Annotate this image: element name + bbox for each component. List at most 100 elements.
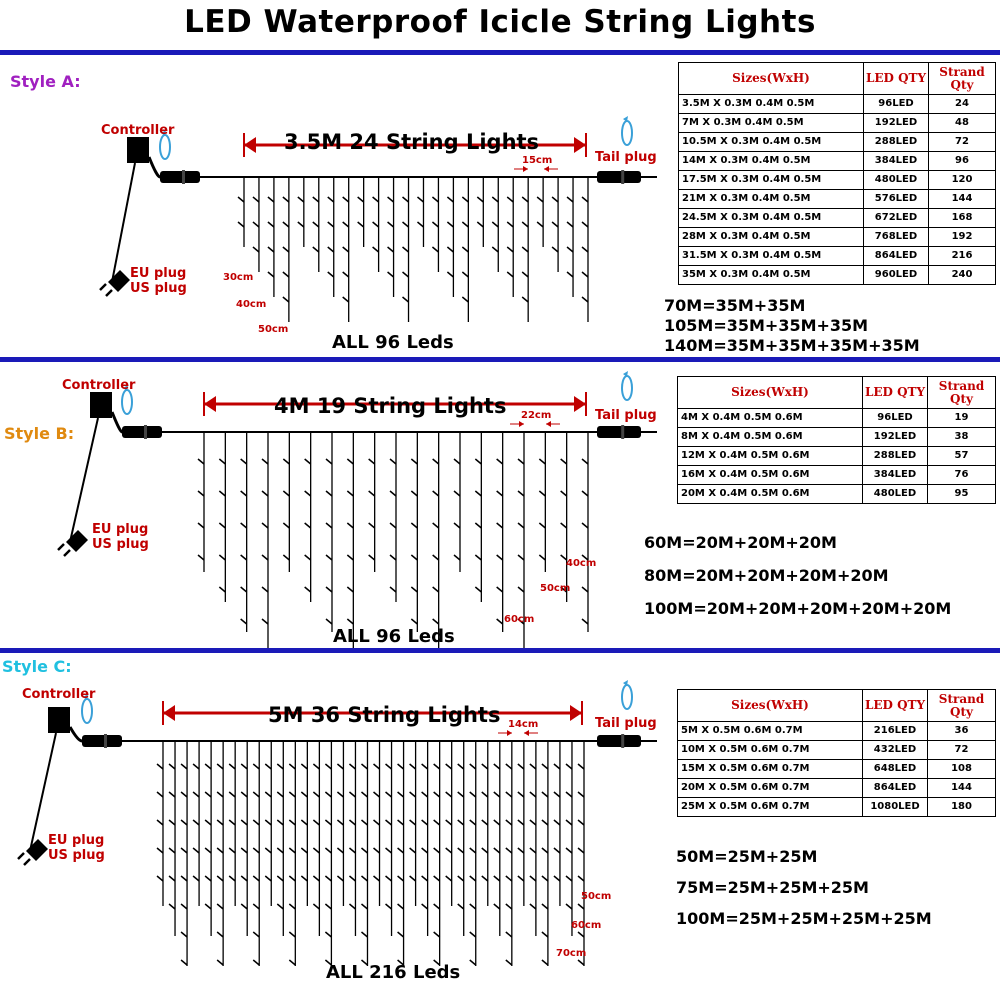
controller-label: Controller — [101, 123, 175, 138]
led-bulb — [312, 903, 320, 910]
led-bulb — [521, 246, 529, 253]
cell-strand-qty: 36 — [927, 721, 996, 741]
led-bulb — [297, 196, 305, 203]
length-label-mid: 50cm — [540, 583, 571, 594]
cell-strand-qty: 48 — [928, 113, 996, 133]
led-bulb — [565, 763, 573, 770]
led-bulb — [416, 196, 424, 203]
cell-size: 5M X 0.5M 0.6M 0.7M — [677, 721, 863, 741]
led-bulb — [348, 819, 356, 826]
rotate-arrow-icon — [159, 134, 171, 160]
led-bulb — [276, 875, 284, 882]
cell-size: 20M X 0.5M 0.6M 0.7M — [677, 778, 863, 798]
led-bulb — [192, 763, 200, 770]
cell-led-qty: 384LED — [862, 465, 928, 485]
led-bulb — [581, 246, 589, 253]
led-bulb — [581, 522, 589, 529]
cell-strand-qty: 144 — [928, 189, 996, 209]
led-bulb — [505, 763, 513, 770]
led-bulb — [553, 791, 561, 798]
length-label-short: 40cm — [566, 558, 597, 569]
cell-led-qty: 432LED — [862, 740, 928, 760]
us-plug-label: US plug — [48, 848, 105, 863]
cell-strand-qty: 240 — [928, 265, 996, 285]
led-bulb — [288, 931, 296, 938]
led-bulb — [541, 847, 549, 854]
led-bulb — [517, 763, 525, 770]
divider-ab — [0, 357, 1000, 362]
led-bulb — [325, 458, 333, 465]
span-arrow-head-right — [570, 705, 582, 721]
led-bulb — [282, 196, 290, 203]
cell-size: 21M X 0.3M 0.4M 0.5M — [678, 189, 864, 209]
led-bulb — [327, 271, 335, 278]
cell-led-qty: 192LED — [863, 113, 929, 133]
cell-led-qty: 864LED — [862, 778, 928, 798]
led-bulb — [312, 763, 320, 770]
cell-size: 15M X 0.5M 0.6M 0.7M — [677, 759, 863, 779]
led-bulb — [433, 903, 441, 910]
rotate-arrow-head — [623, 680, 628, 686]
led-bulb — [168, 875, 176, 882]
led-bulb — [461, 271, 469, 278]
spacing-arrow-head-left — [523, 166, 528, 172]
cell-led-qty: 864LED — [863, 246, 929, 266]
cell-size: 3.5M X 0.3M 0.4M 0.5M — [678, 94, 864, 114]
led-bulb — [496, 490, 504, 497]
length-label-long: 60cm — [504, 614, 535, 625]
led-bulb — [541, 875, 549, 882]
led-bulb — [505, 959, 513, 966]
led-bulb — [240, 763, 248, 770]
led-bulb — [517, 554, 525, 561]
led-bulb — [168, 819, 176, 826]
led-bulb — [565, 791, 573, 798]
led-bulb — [304, 458, 312, 465]
led-bulb — [312, 847, 320, 854]
cell-size: 25M X 0.5M 0.6M 0.7M — [677, 797, 863, 817]
led-bulb — [240, 875, 248, 882]
led-bulb — [197, 458, 205, 465]
led-bulb — [237, 221, 245, 228]
col-sizes: Sizes(WxH) — [678, 62, 864, 95]
cell-led-qty: 216LED — [862, 721, 928, 741]
led-bulb — [566, 196, 574, 203]
led-bulb — [581, 196, 589, 203]
cell-size: 16M X 0.4M 0.5M 0.6M — [677, 465, 863, 485]
col-sizes: Sizes(WxH) — [677, 689, 863, 722]
led-bulb — [469, 959, 477, 966]
controller-cable — [147, 156, 161, 179]
spacing-label: 15cm — [522, 155, 553, 166]
led-bulb — [517, 819, 525, 826]
led-bulb — [409, 791, 417, 798]
led-bulb — [469, 791, 477, 798]
led-bulb — [445, 847, 453, 854]
led-bulb — [389, 586, 397, 593]
span-arrow-head-right — [574, 396, 586, 412]
led-bulb — [192, 847, 200, 854]
led-bulb — [197, 522, 205, 529]
col-led-qty: LED QTY — [863, 62, 929, 95]
led-bulb — [228, 875, 236, 882]
col-sizes: Sizes(WxH) — [677, 376, 863, 409]
led-bulb — [397, 875, 405, 882]
span-arrow-head-left — [204, 396, 216, 412]
led-bulb — [397, 847, 405, 854]
led-bulb — [156, 791, 164, 798]
led-bulb — [469, 819, 477, 826]
controller-box — [48, 707, 70, 733]
led-bulb — [361, 819, 368, 826]
led-bulb — [180, 959, 188, 966]
led-bulb — [461, 296, 469, 303]
led-bulb — [264, 847, 272, 854]
led-bulb — [433, 959, 441, 966]
led-bulb — [553, 875, 561, 882]
led-bulb — [346, 490, 354, 497]
led-bulb — [445, 819, 453, 826]
plug-pin — [63, 549, 71, 557]
led-bulb — [325, 554, 333, 561]
led-bulb — [432, 586, 440, 593]
combo-2: 105M=35M+35M+35M — [664, 316, 869, 335]
